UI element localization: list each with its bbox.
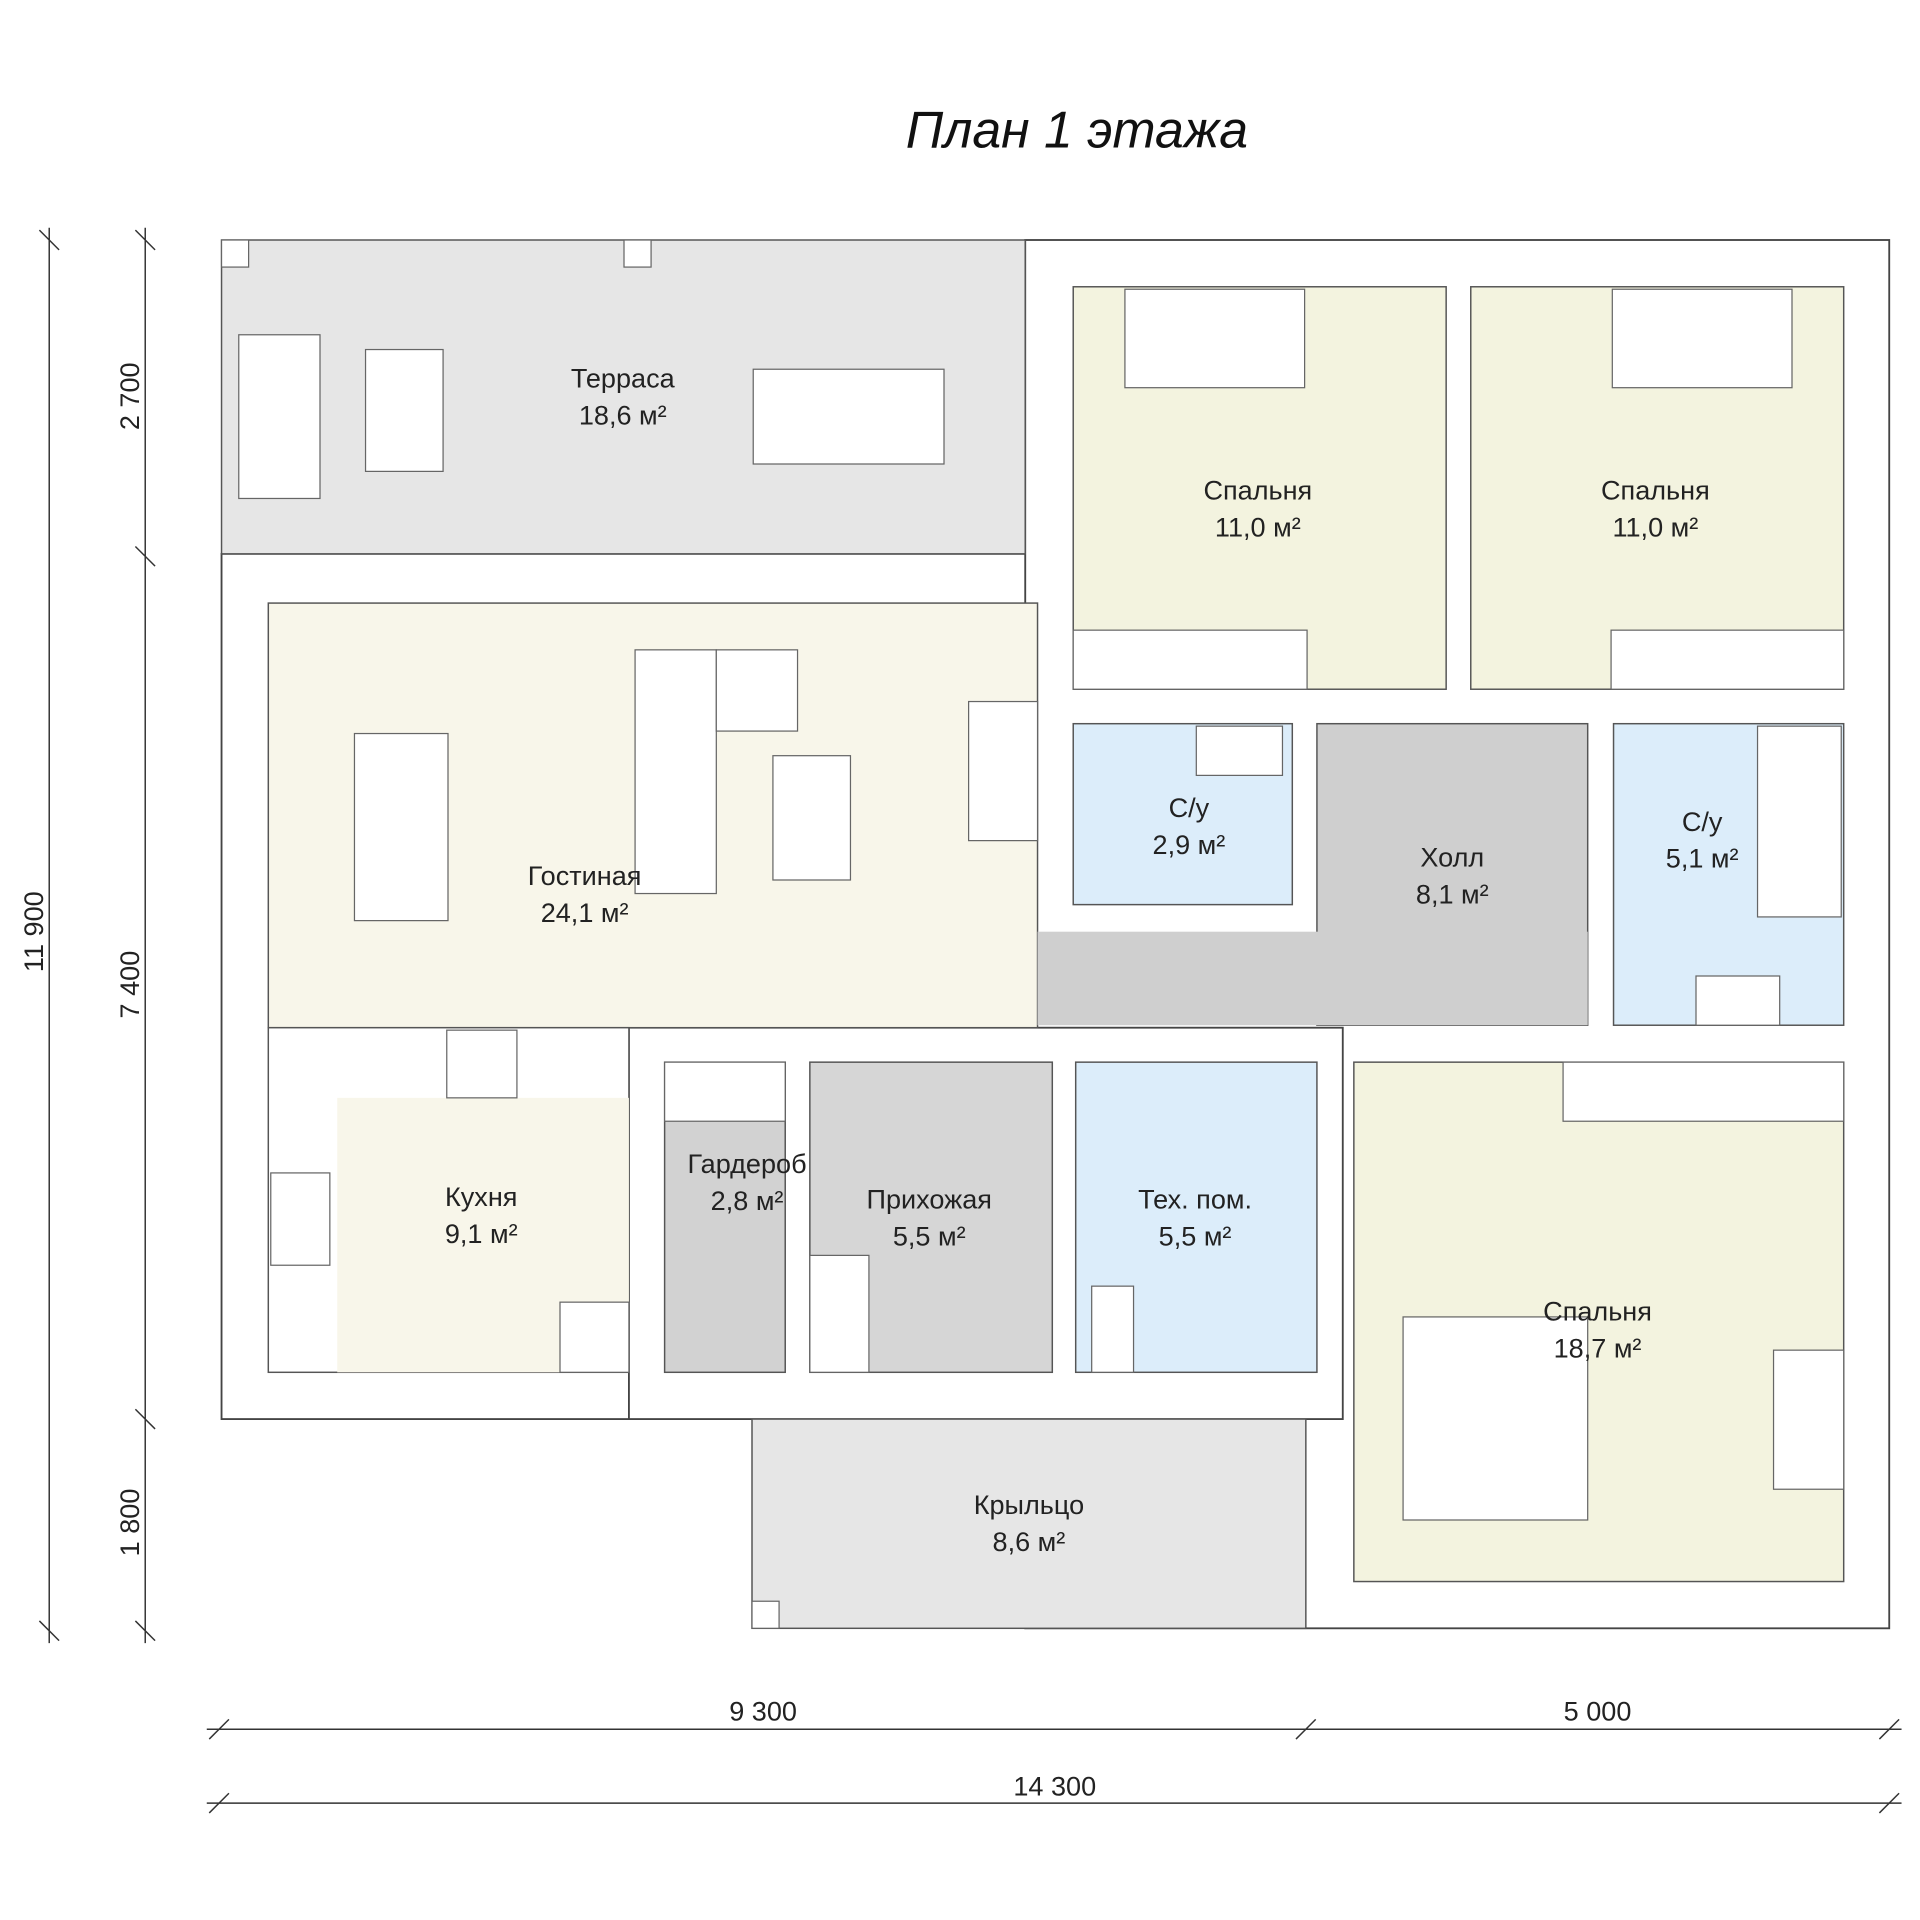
bath2-name: С/у (1682, 806, 1723, 837)
tv (968, 700, 1039, 842)
bath2-area-label: 5,1 м² (1666, 843, 1739, 874)
terrace-name: Терраса (571, 363, 676, 394)
coffee-table (364, 348, 444, 473)
sofa (238, 334, 321, 500)
bed1 (1124, 288, 1306, 389)
living-area-label: 24,1 м² (541, 897, 629, 928)
living-name: Гостиная (528, 860, 642, 891)
terrace-area-label: 18,6 м² (579, 400, 667, 431)
corner-sofa (634, 649, 717, 895)
porch-name: Крыльцо (974, 1489, 1084, 1520)
bathtub (1756, 725, 1842, 918)
bedroom2-area-label: 11,0 м² (1612, 512, 1698, 543)
hall-strip (1037, 931, 1588, 1026)
hall-name: Холл (1420, 841, 1484, 872)
dim-1800: 1 800 (114, 1489, 145, 1557)
wardrobe-area-label: 2,8 м² (711, 1185, 784, 1216)
kitchen-area-label: 9,1 м² (445, 1218, 518, 1249)
double-bed (1402, 1316, 1589, 1521)
room-labels: Терраса 18,6 м² Спальня 11,0 м² Спальня … (445, 363, 1739, 1557)
kitchen-name: Кухня (445, 1181, 517, 1212)
bedroom1-area-label: 11,0 м² (1215, 512, 1301, 543)
dining-table-living (353, 732, 449, 922)
dim-9300: 9 300 (729, 1696, 797, 1727)
dim-5000: 5 000 (1564, 1696, 1632, 1727)
dim-7400: 7 400 (114, 951, 145, 1019)
entrance-area-label: 5,5 м² (893, 1221, 966, 1252)
bedroom2-name: Спальня (1601, 475, 1710, 506)
bedroom3-area-label: 18,7 м² (1554, 1333, 1642, 1364)
bed2 (1611, 288, 1793, 389)
bath1-area-label: 2,9 м² (1153, 829, 1226, 860)
tech-name: Тех. пом. (1138, 1184, 1252, 1215)
hall-area-label: 8,1 м² (1416, 878, 1489, 909)
bedroom3-name: Спальня (1543, 1296, 1652, 1327)
dim-total-height: 11 900 (18, 891, 49, 972)
bath1-name: С/у (1169, 792, 1210, 823)
stove (446, 1029, 518, 1099)
wardrobe-name: Гардероб (688, 1148, 807, 1179)
plan-title: План 1 этажа (906, 101, 1248, 159)
entrance-name: Прихожая (867, 1184, 992, 1215)
porch-area (751, 1418, 1307, 1630)
porch-area-label: 8,6 м² (993, 1526, 1066, 1557)
furniture (220, 239, 1845, 1629)
tech-area-label: 5,5 м² (1159, 1221, 1232, 1252)
dim-total-width: 14 300 (1013, 1771, 1096, 1802)
dimension-lines: 11 900 2 700 7 400 1 800 9 300 5 000 14 … (18, 227, 1902, 1814)
sink (270, 1172, 331, 1266)
table (772, 755, 852, 881)
dining-table (752, 368, 945, 465)
bedroom1-name: Спальня (1203, 475, 1312, 506)
dim-2700: 2 700 (114, 362, 145, 430)
